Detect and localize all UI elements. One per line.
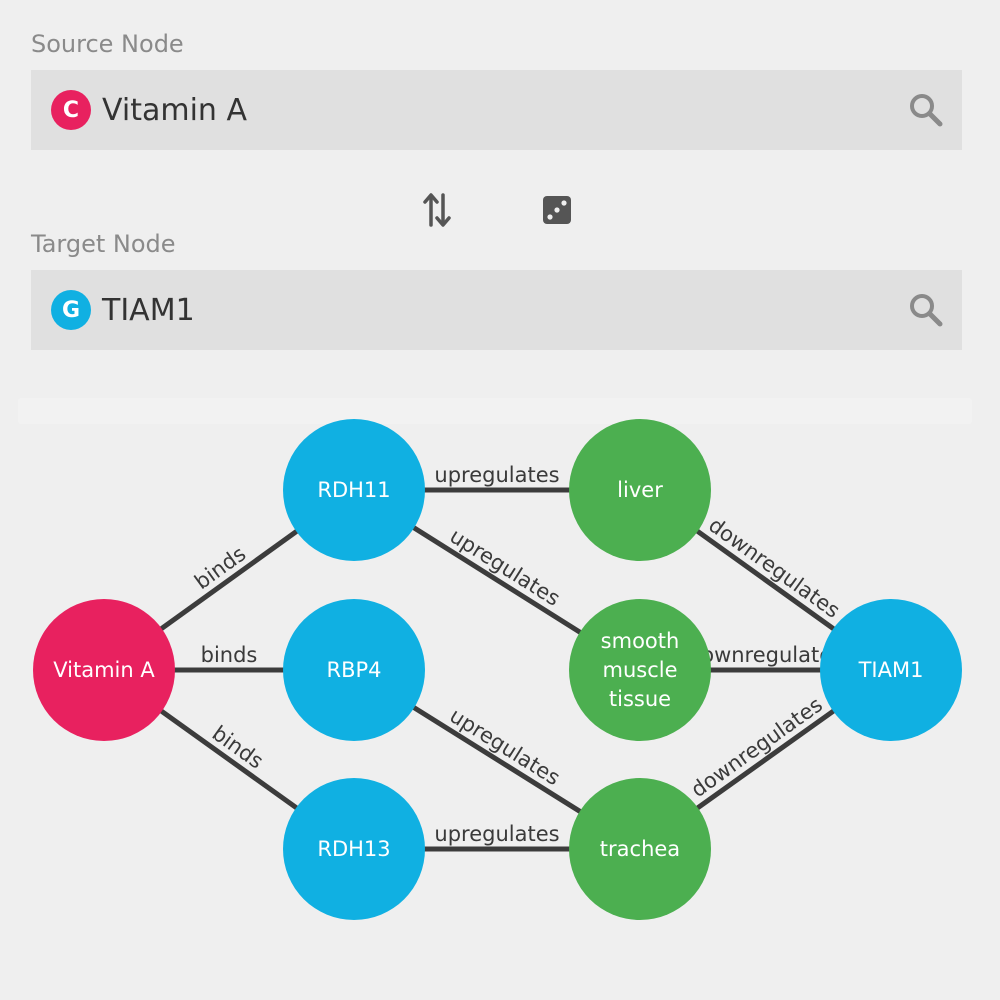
swap-vertical-icon xyxy=(423,193,451,227)
dice-icon xyxy=(543,196,571,224)
search-icon[interactable] xyxy=(908,92,944,128)
target-node-label: Target Node xyxy=(31,230,176,258)
node-liver[interactable]: liver xyxy=(569,419,711,561)
edge-label: upregulates xyxy=(434,463,559,487)
compound-badge-icon: C xyxy=(51,90,91,130)
source-node-value[interactable]: Vitamin A xyxy=(102,92,247,128)
path-graph[interactable]: bindsbindsbindsupregulatesupregulatesupr… xyxy=(0,390,1000,950)
target-node-field[interactable]: G TIAM1 xyxy=(31,270,962,350)
node-rdh13[interactable]: RDH13 xyxy=(283,778,425,920)
swap-nodes-button[interactable] xyxy=(420,190,454,230)
node-label: tissue xyxy=(609,687,671,711)
random-nodes-button[interactable] xyxy=(540,190,574,230)
node-label: TIAM1 xyxy=(858,658,924,682)
edge-label: binds xyxy=(201,643,258,667)
edge-label: downregulates xyxy=(704,513,844,623)
node-label: muscle xyxy=(602,658,677,682)
edge-label: upregulates xyxy=(446,703,565,790)
edge-label: upregulates xyxy=(446,524,565,611)
source-node-field[interactable]: C Vitamin A xyxy=(31,70,962,150)
target-node-value[interactable]: TIAM1 xyxy=(102,292,195,328)
node-vitA[interactable]: Vitamin A xyxy=(33,599,175,741)
node-rdh11[interactable]: RDH11 xyxy=(283,419,425,561)
search-icon[interactable] xyxy=(908,292,944,328)
node-label: RDH13 xyxy=(317,837,390,861)
node-label: Vitamin A xyxy=(53,658,155,682)
node-label: RBP4 xyxy=(326,658,381,682)
gene-badge-icon: G xyxy=(51,290,91,330)
node-label: smooth xyxy=(601,629,680,653)
node-trachea[interactable]: trachea xyxy=(569,778,711,920)
node-tiam1[interactable]: TIAM1 xyxy=(820,599,962,741)
edge-label: upregulates xyxy=(434,822,559,846)
graph-toolbar xyxy=(18,398,972,424)
edge-label: downregulates xyxy=(688,643,843,667)
node-smt[interactable]: smooth muscle tissue xyxy=(569,599,711,741)
source-node-label: Source Node xyxy=(31,30,184,58)
edge-label: downregulates xyxy=(687,692,827,802)
node-label: trachea xyxy=(600,837,680,861)
node-label: liver xyxy=(617,478,663,502)
node-rbp4[interactable]: RBP4 xyxy=(283,599,425,741)
node-label: RDH11 xyxy=(317,478,390,502)
